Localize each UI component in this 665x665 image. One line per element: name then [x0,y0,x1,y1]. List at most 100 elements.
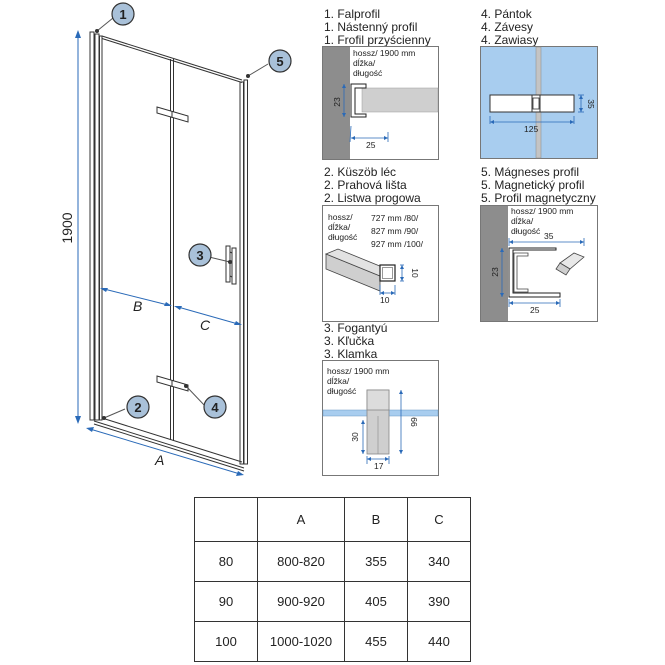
handle3-dim-17: 17 [374,461,384,471]
caption-line: 4. Pántok [481,7,532,21]
label-a: A [154,452,164,468]
table-cell: 440 [407,621,471,662]
hinges4-dim-w: 125 [524,124,538,134]
note-line: hossz/ 1900 mm [353,48,416,58]
table-cell: 455 [344,621,408,662]
table-cell: 900-920 [257,581,345,622]
callout-number-4: 4 [211,400,219,415]
callout-circle-4 [203,395,227,419]
table-cell: 390 [407,581,471,622]
handle3-caption: 3. Fogantyú 3. Kľučka 3. Klamka [324,322,387,361]
caption-line: 3. Klamka [324,347,378,361]
callout-number-2: 2 [134,400,141,415]
magnetic5-note: hossz/ 1900 mm dĺžka/ długość [511,206,573,236]
label-b: B [133,298,142,314]
note-line: dĺžka/ [353,58,376,68]
caption-line: 3. Kľučka [324,334,375,348]
note-line: długość [328,232,358,242]
note-line: dĺžka/ [327,376,350,386]
height-label: 1900 [59,212,75,243]
dimension-table: A B C 80 800-820 355 340 90 900-920 405 … [194,497,471,662]
table-header-cell: A [257,497,345,542]
caption-line: 2. Listwa progowa [324,191,421,205]
table-cell: 340 [407,541,471,582]
wall-profile-left [89,31,103,421]
hinges4-caption: 4. Pántok 4. Závesy 4. Zawiasy [481,8,538,47]
threshold2-dim-w: 10 [380,295,390,305]
table-row: 90 900-920 405 390 [194,581,471,622]
hinges4-dim-h: 35 [586,99,596,109]
callout-leaders [96,17,269,419]
dimension-c [174,306,242,325]
caption-line: 1. Frofil przyścienny [324,33,431,47]
note-line: długość [327,386,357,396]
note-line: hossz/ [328,212,353,222]
size-line: 927 mm /100/ [371,239,423,249]
callout-number-5: 5 [276,54,283,69]
magnetic-profile-right [239,79,248,465]
table-header-cell: B [344,497,408,542]
caption-line: 5. Magnetický profil [481,178,585,192]
magnetic5-dim-bottom: 25 [530,305,540,315]
size-line: 727 mm /80/ [371,213,419,223]
caption-line: 5. Profil magnetyczny [481,191,596,205]
handle3-note: hossz/ 1900 mm dĺžka/ długość [327,366,389,396]
hinge-bottom [156,375,189,392]
caption-line: 5. Mágneses profil [481,165,580,179]
table-header-cell: C [407,497,471,542]
door-fold-line [170,59,174,441]
note-line: hossz/ 1900 mm [327,366,390,376]
caption-line: 2. Küszöb léc [324,165,397,179]
threshold2-panel: 10 10 [322,205,439,322]
callout-circle-2 [126,395,150,419]
threshold2-dim-h: 10 [410,268,420,278]
label-c: C [200,317,211,333]
table-cell: 405 [344,581,408,622]
callout-dots [95,29,250,420]
caption-line: 2. Prahová lišta [324,178,407,192]
handle3-panel: 30 66 17 [322,360,439,476]
note-line: długość [353,68,383,78]
threshold2-sizes: 727 mm /80/ 827 mm /90/ 927 mm /100/ [371,213,423,249]
handle3-dim-30: 30 [350,432,360,442]
callout-number-3: 3 [196,248,203,263]
table-cell: 100 [194,621,258,662]
profile1-panel: 23 25 [322,46,439,160]
table-header-row: A B C [194,497,471,542]
magnetic5-dim-top: 35 [544,231,554,241]
magnetic5-panel: 35 23 25 [480,205,598,322]
table-cell: 80 [194,541,258,582]
height-dimension [75,30,81,424]
handle3-dim-66: 66 [409,417,419,427]
callout-circle-5 [268,49,292,73]
note-line: długość [511,226,541,236]
note-line: hossz/ 1900 mm [511,206,574,216]
dimension-b [100,288,172,306]
dimension-a [86,427,244,476]
note-line: dĺžka/ [511,216,534,226]
shower-door-drawing: 1900 [59,2,292,476]
profile1-note: hossz/ 1900 mm dĺžka/ długość [353,48,415,78]
note-line: dĺžka/ [328,222,351,232]
caption-line: 4. Závesy [481,20,534,34]
threshold2-caption: 2. Küszöb léc 2. Prahová lišta 2. Listwa… [324,166,421,205]
door-handle [225,245,237,285]
door-top-edge [101,35,243,83]
caption-line: 3. Fogantyú [324,321,388,335]
caption-line: 1. Nástenný profil [324,20,418,34]
profile1-dim-h: 23 [332,97,342,107]
table-cell: 1000-1020 [257,621,345,662]
table-row: 100 1000-1020 455 440 [194,621,471,662]
table-cell: 800-820 [257,541,345,582]
hinge-top [156,106,189,123]
callout-circle-3 [188,243,212,267]
magnetic5-dim-side: 23 [490,267,500,277]
table-cell: 355 [344,541,408,582]
table-header-cell [194,497,258,542]
magnetic5-caption: 5. Mágneses profil 5. Magnetický profil … [481,166,596,205]
caption-line: 4. Zawiasy [481,33,539,47]
profile1-caption: 1. Falprofil 1. Nástenný profil 1. Frofi… [324,8,431,47]
profile1-dim-w: 25 [366,140,376,150]
table-row: 80 800-820 355 340 [194,541,471,582]
caption-line: 1. Falprofil [324,7,381,21]
